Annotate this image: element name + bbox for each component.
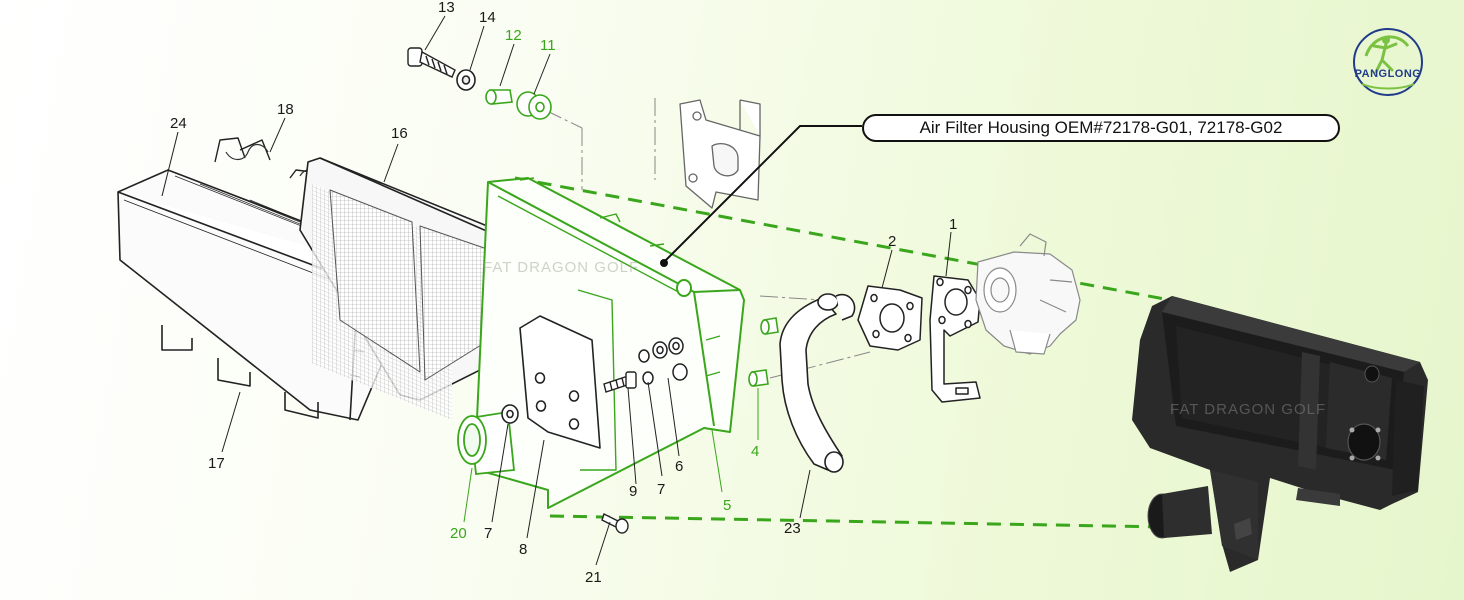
part-label-11: 11 <box>540 37 556 54</box>
centerline-spacer <box>544 109 583 129</box>
elbow-20 <box>457 410 515 475</box>
grommet-11 <box>516 91 552 120</box>
part-label-4: 4 <box>751 443 759 460</box>
spacer-4 <box>748 317 779 387</box>
part-label-7-right: 7 <box>657 481 665 498</box>
watermark-photo: FAT DRAGON GOLF <box>1170 401 1326 418</box>
part-label-8: 8 <box>519 541 527 558</box>
part-label-23: 23 <box>784 520 801 537</box>
part-label-13: 13 <box>438 0 455 16</box>
centerline-hose-top <box>759 295 823 301</box>
screw-21 <box>601 513 629 534</box>
part-label-6: 6 <box>675 458 683 475</box>
part-label-1: 1 <box>949 216 957 233</box>
leader-lines <box>161 15 952 566</box>
watermark-center: FAT DRAGON GOLF <box>483 259 639 276</box>
callout-leader <box>660 125 862 267</box>
plate-8 <box>519 315 601 449</box>
part-label-5: 5 <box>723 497 731 514</box>
gasket-2 <box>857 285 923 351</box>
air-filter-housing-photo <box>1132 296 1428 572</box>
bolt-9 <box>603 371 637 393</box>
housing-5 <box>475 177 745 509</box>
callout-label: Air Filter Housing OEM#72178-G01, 72178-… <box>862 114 1340 142</box>
part-label-12: 12 <box>505 27 522 44</box>
part-label-18: 18 <box>277 101 294 118</box>
carburetor <box>975 233 1081 355</box>
screw-13 <box>407 47 456 78</box>
part-label-17: 17 <box>208 455 225 472</box>
engine-bracket <box>679 99 761 209</box>
part-label-20: 20 <box>450 525 467 542</box>
part-label-21: 21 <box>585 569 602 586</box>
part-label-16: 16 <box>391 125 408 142</box>
adapter-1 <box>929 275 981 403</box>
brand-logo: PANGLONG <box>1336 26 1440 98</box>
washers-6-7 <box>638 337 688 385</box>
part-numbers: 13 14 12 11 24 18 16 17 1 2 4 5 6 7 9 8 … <box>170 0 957 586</box>
leader-lines-green <box>463 388 759 523</box>
part-label-9: 9 <box>629 483 637 500</box>
part-label-14: 14 <box>479 9 496 26</box>
nut-7a <box>501 404 519 424</box>
logo-text: PANGLONG <box>1354 68 1422 80</box>
golfer-logo-icon <box>1353 28 1423 96</box>
part-label-24: 24 <box>170 115 187 132</box>
washer-14 <box>456 69 476 91</box>
part-label-2: 2 <box>888 233 896 250</box>
guide-line-bottom <box>549 514 1166 529</box>
part-label-7-left: 7 <box>484 525 492 542</box>
spacer-12 <box>485 89 513 105</box>
hose-23 <box>779 293 856 473</box>
